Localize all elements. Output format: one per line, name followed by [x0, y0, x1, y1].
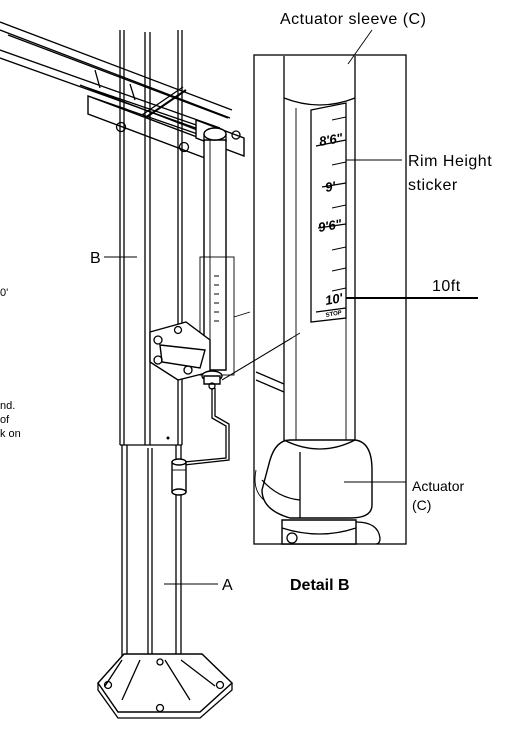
- sticker-mark-9: 9': [324, 178, 338, 195]
- label-part-a: A: [222, 577, 233, 594]
- rim-height-sticker: [310, 102, 347, 323]
- detail-labels: Actuator sleeve (C) Rim Height sticker A…: [280, 11, 492, 594]
- label-part-b: B: [90, 250, 101, 267]
- cut-text-4: k on: [0, 428, 21, 440]
- sticker-stop: STOP: [325, 310, 342, 319]
- cut-text-3: of: [0, 414, 10, 426]
- base-plate: [97, 653, 234, 719]
- actuator-small: [149, 127, 301, 496]
- detail-b: 8'6" 9' 9'6" 10' STOP 10ft: [221, 54, 478, 545]
- label-detail-b: Detail B: [290, 577, 350, 594]
- cut-text-2: nd.: [0, 400, 15, 412]
- label-actuator-c: (C): [412, 497, 431, 513]
- sticker-mark-9-6: 9'6": [317, 216, 344, 235]
- pole-assembly: B A 0' nd. of k on: [0, 21, 301, 719]
- actuator-lower-end: [281, 519, 381, 545]
- sticker-mark-10: 10': [324, 290, 345, 308]
- cut-text-1: 0': [0, 287, 8, 299]
- label-sticker: sticker: [408, 177, 458, 194]
- actuator-clamp: [254, 439, 373, 519]
- sticker-mark-8-6: 8'6": [318, 130, 345, 149]
- label-actuator-sleeve: Actuator sleeve (C): [280, 11, 426, 28]
- label-actuator: Actuator: [412, 478, 464, 494]
- upper-post-b: [119, 30, 183, 446]
- label-rim-height: Rim Height: [408, 153, 492, 170]
- label-ten-ft: 10ft: [432, 278, 461, 295]
